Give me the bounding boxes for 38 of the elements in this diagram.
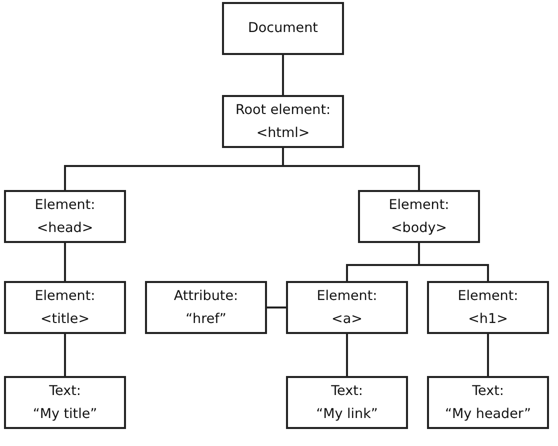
node-value: “My header” bbox=[444, 404, 532, 424]
node-heading: Element: bbox=[458, 286, 518, 306]
connector-line bbox=[282, 55, 284, 95]
node-box bbox=[222, 2, 344, 55]
connector-line bbox=[64, 243, 66, 281]
connector-line bbox=[64, 334, 66, 376]
node-heading: Attribute: bbox=[174, 286, 238, 306]
node-heading: Document bbox=[248, 19, 318, 38]
connector-line bbox=[346, 334, 348, 376]
node-heading: Text: bbox=[472, 382, 504, 400]
connector-line bbox=[267, 306, 286, 308]
node-box bbox=[427, 376, 549, 429]
node-box bbox=[145, 281, 267, 334]
node-value: <head> bbox=[36, 218, 94, 238]
node-value: “My link” bbox=[316, 404, 378, 424]
node-box bbox=[286, 281, 408, 334]
node-box bbox=[222, 95, 344, 148]
node-heading: Element: bbox=[388, 196, 450, 214]
node-value: “My title” bbox=[32, 404, 98, 424]
node-value: <h1> bbox=[468, 310, 508, 328]
node-heading: Text: bbox=[331, 382, 363, 400]
node-box bbox=[286, 376, 408, 429]
node-value: <title> bbox=[40, 310, 90, 328]
node-heading: Element: bbox=[34, 196, 96, 214]
node-heading: Element: bbox=[316, 286, 378, 306]
node-value: <body> bbox=[390, 218, 447, 238]
node-box bbox=[4, 376, 126, 429]
node-heading: Root element: bbox=[235, 100, 331, 120]
node-heading: Element: bbox=[34, 286, 96, 306]
node-box bbox=[427, 281, 549, 334]
node-box bbox=[358, 190, 480, 243]
node-box bbox=[4, 281, 126, 334]
node-value: <html> bbox=[256, 124, 310, 142]
node-value: <a> bbox=[332, 310, 362, 328]
node-heading: Text: bbox=[49, 382, 81, 400]
connector-line bbox=[487, 334, 489, 376]
node-value: “href” bbox=[186, 310, 226, 328]
node-box bbox=[4, 190, 126, 243]
